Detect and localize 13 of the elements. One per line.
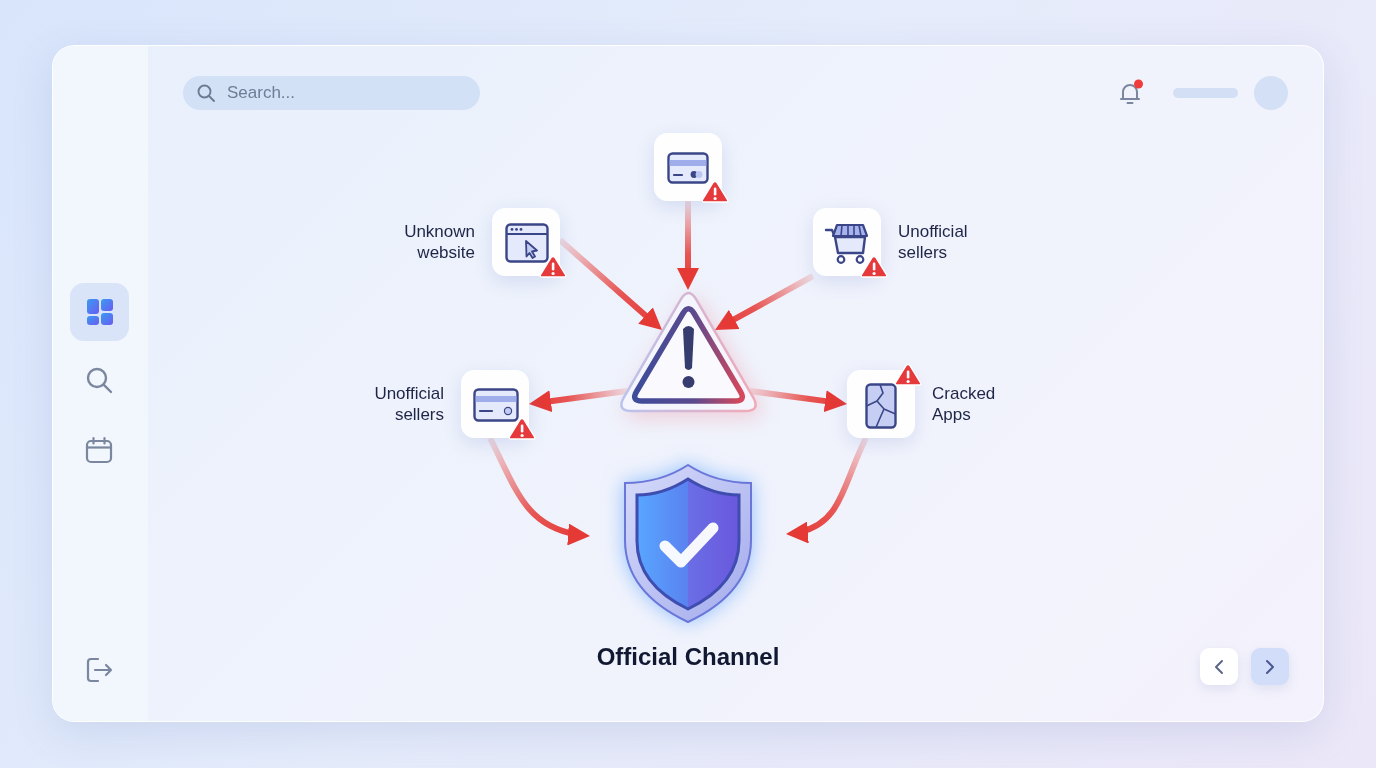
search-field: Search...: [183, 76, 480, 110]
node-label: Unofficial sellers: [373, 383, 444, 425]
node-label: Cracked Apps: [932, 383, 997, 425]
arrow: [677, 201, 699, 290]
arrow: [558, 237, 664, 333]
node-label: Official Channel: [596, 643, 780, 671]
arrow: [487, 436, 591, 545]
arrow: [785, 436, 869, 542]
arrow: [749, 388, 848, 412]
node-label: Unofficial sellers: [898, 221, 969, 263]
node-label: Unknown website: [403, 221, 475, 263]
arrow: [528, 388, 628, 412]
arrow: [713, 273, 815, 333]
